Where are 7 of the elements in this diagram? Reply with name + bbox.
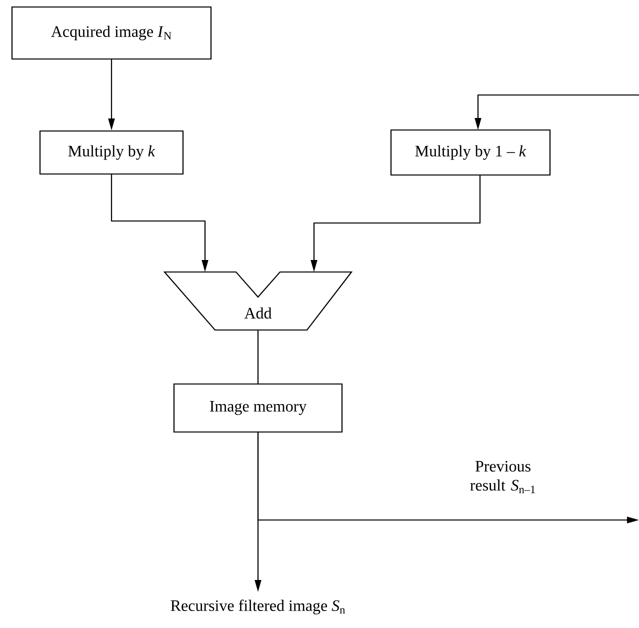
- process-box: Multiply by 1 – k: [390, 129, 551, 176]
- output-label: Recursive filtered image S$_{n}$: [170, 600, 345, 614]
- process-box: Multiply by k: [39, 130, 184, 175]
- process-box: Acquired image I$_{N}$: [11, 6, 212, 60]
- connector-line: [257, 330, 259, 384]
- process-box: Image memory: [173, 383, 343, 433]
- edge-label: Previous result S$_{n–1}$: [470, 460, 535, 494]
